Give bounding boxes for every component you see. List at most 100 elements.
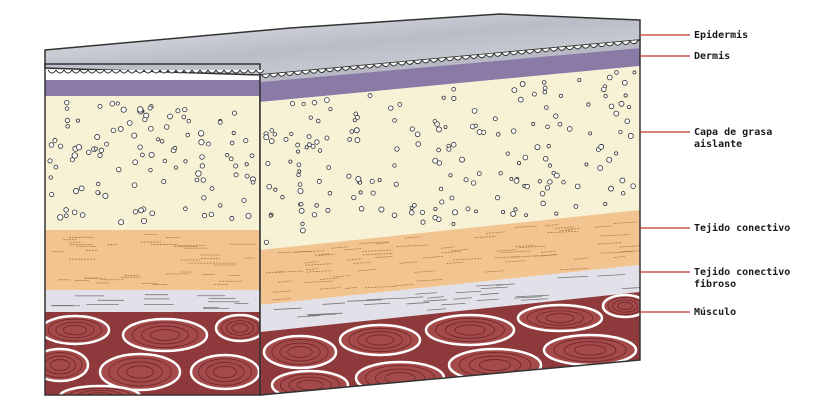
fat-cell bbox=[547, 144, 551, 148]
fat-cell bbox=[99, 148, 103, 152]
fat-cell bbox=[619, 101, 624, 106]
fat-cell bbox=[543, 86, 547, 90]
fat-cell bbox=[398, 103, 402, 107]
fat-cell bbox=[437, 161, 441, 165]
fat-cell bbox=[559, 94, 562, 97]
fat-cell bbox=[137, 107, 143, 113]
fat-cell bbox=[389, 106, 394, 111]
fat-cell bbox=[80, 213, 85, 218]
fat-cell bbox=[168, 114, 173, 119]
fat-cell bbox=[496, 133, 500, 137]
fat-cell bbox=[622, 80, 627, 85]
fat-cell bbox=[318, 149, 322, 153]
fat-cell bbox=[393, 164, 396, 167]
epidermis-cell bbox=[72, 70, 80, 73]
fat-cell bbox=[230, 141, 234, 145]
fat-cell bbox=[464, 178, 468, 182]
fat-cell bbox=[98, 153, 102, 157]
fat-cell bbox=[290, 132, 293, 135]
fat-cell bbox=[64, 208, 69, 213]
fat-cell bbox=[514, 178, 519, 183]
fat-cell bbox=[250, 154, 254, 158]
fat-cell bbox=[614, 152, 617, 155]
fat-cell bbox=[195, 178, 199, 182]
fat-cell bbox=[501, 210, 504, 213]
fat-cell bbox=[121, 107, 126, 112]
fat-cell bbox=[232, 131, 235, 134]
epidermis-cell bbox=[128, 70, 136, 73]
fat-cell bbox=[284, 137, 288, 141]
fat-cell bbox=[523, 155, 528, 160]
fat-cell bbox=[416, 142, 421, 147]
fat-cell bbox=[514, 208, 517, 211]
fat-cell bbox=[562, 180, 566, 184]
fat-cell bbox=[244, 138, 248, 142]
fat-cell bbox=[95, 134, 100, 139]
fat-cell bbox=[378, 178, 381, 181]
fat-cell bbox=[474, 210, 477, 213]
fat-cell bbox=[299, 202, 303, 206]
fat-cell bbox=[352, 195, 356, 199]
fat-cell bbox=[234, 173, 238, 177]
epidermis-cell bbox=[96, 70, 104, 73]
fat-cell bbox=[452, 222, 455, 225]
fat-cell bbox=[474, 124, 477, 127]
fat-cell bbox=[328, 191, 332, 195]
fat-cell bbox=[111, 128, 115, 132]
muscle-bundle bbox=[100, 354, 180, 390]
epidermis-cell bbox=[120, 70, 128, 73]
fat-cell bbox=[392, 213, 397, 218]
fat-cell bbox=[545, 186, 550, 191]
front-face bbox=[32, 64, 264, 401]
fat-cell bbox=[394, 182, 398, 186]
fat-cell bbox=[206, 142, 210, 146]
epidermis-cell bbox=[80, 70, 88, 73]
fat-cell bbox=[439, 187, 443, 191]
label-fat-line1: Capa de grasa bbox=[694, 127, 772, 138]
fat-cell bbox=[141, 218, 146, 223]
fat-cell bbox=[160, 140, 164, 144]
fat-cell bbox=[444, 125, 447, 128]
fat-cell bbox=[589, 132, 592, 135]
fat-cell bbox=[139, 208, 144, 213]
fat-cell bbox=[202, 213, 206, 217]
fat-cell bbox=[163, 159, 167, 163]
fat-cell bbox=[312, 100, 317, 105]
fat-cell bbox=[395, 147, 399, 151]
fat-cell bbox=[264, 135, 269, 140]
fat-cell bbox=[348, 138, 352, 142]
fat-cell bbox=[510, 177, 513, 180]
fat-cell bbox=[535, 145, 540, 150]
fat-cell bbox=[511, 212, 516, 217]
fat-cell bbox=[298, 183, 302, 187]
fat-cell bbox=[127, 121, 132, 126]
fat-cell bbox=[347, 174, 351, 178]
fat-cell bbox=[554, 173, 559, 178]
fat-cell bbox=[437, 148, 441, 152]
fat-cell bbox=[449, 174, 452, 177]
fat-cell bbox=[627, 106, 630, 109]
front-fat-layer bbox=[45, 96, 260, 230]
fat-cell bbox=[140, 153, 144, 157]
muscle-bundle bbox=[518, 305, 602, 331]
fat-cell bbox=[70, 158, 74, 162]
fat-cell bbox=[379, 207, 384, 212]
fat-cell bbox=[472, 108, 477, 113]
fat-cell bbox=[512, 88, 517, 93]
fat-cell bbox=[555, 212, 558, 215]
fat-cell bbox=[602, 87, 607, 92]
fat-cell bbox=[298, 188, 303, 193]
fat-cell bbox=[543, 90, 547, 94]
epidermis-cell bbox=[144, 70, 152, 73]
fat-cell bbox=[48, 159, 52, 163]
fat-cell bbox=[50, 192, 54, 196]
fat-cell bbox=[274, 188, 277, 191]
fat-cell bbox=[269, 139, 274, 144]
fat-cell bbox=[327, 166, 331, 170]
fat-cell bbox=[329, 107, 332, 110]
fat-cell bbox=[567, 127, 572, 132]
label-connective: Tejido conectivo bbox=[694, 222, 790, 234]
fat-cell bbox=[64, 214, 68, 218]
fat-cell bbox=[532, 122, 535, 125]
